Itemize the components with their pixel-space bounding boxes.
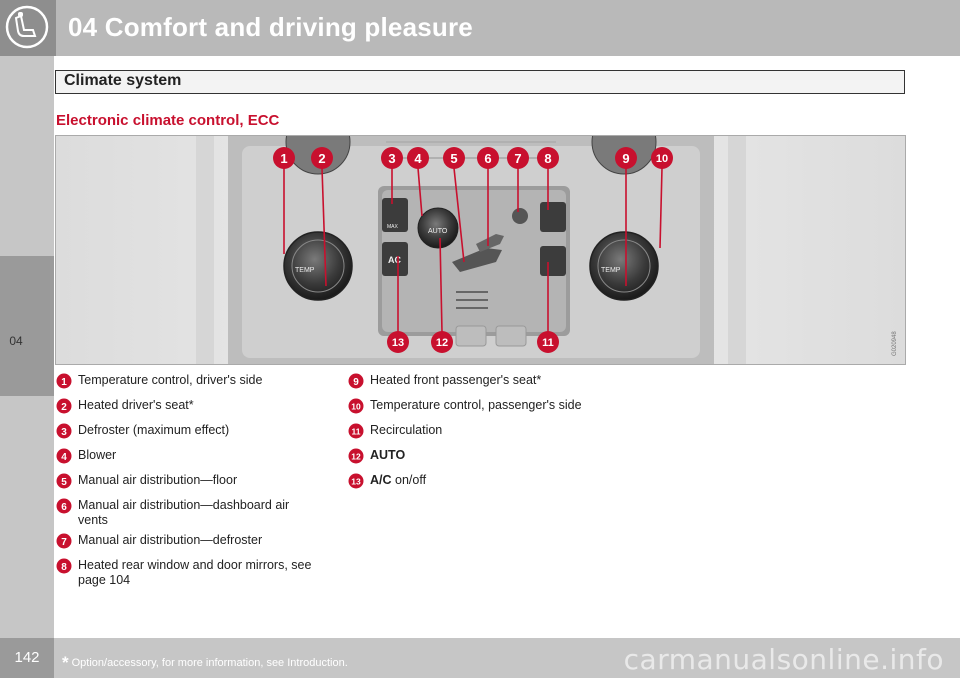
svg-text:2: 2 <box>61 402 67 413</box>
legend-text: Blower <box>78 448 117 462</box>
legend-text: Manual air distribution—defroster <box>78 533 263 547</box>
legend-text: Heated driver's seat* <box>78 398 194 412</box>
callout-5: 5 <box>450 151 457 166</box>
number-badge: 12 <box>348 448 364 464</box>
svg-text:8: 8 <box>61 562 67 573</box>
svg-text:6: 6 <box>61 502 67 513</box>
svg-text:11: 11 <box>352 427 361 437</box>
legend-text: Temperature control, driver's side <box>78 373 263 387</box>
ac-label: AC <box>388 255 401 265</box>
section-title: Climate system <box>64 72 182 89</box>
callout-4: 4 <box>414 151 422 166</box>
subheading: Electronic climate control, ECC <box>56 112 280 129</box>
number-badge: 7 <box>56 533 72 549</box>
ac-term: A/C <box>370 473 392 487</box>
watermark: carmanualsonline.info <box>623 643 944 676</box>
svg-text:3: 3 <box>61 427 67 438</box>
auto-label: AUTO <box>428 228 448 235</box>
chapter-tab: 04 <box>0 56 54 638</box>
number-badge: 2 <box>56 398 72 414</box>
callout-10: 10 <box>656 153 668 165</box>
svg-text:13: 13 <box>351 477 361 487</box>
temp-label-right: TEMP <box>601 267 621 274</box>
svg-text:10: 10 <box>351 402 361 412</box>
image-code: G020948 <box>892 331 898 356</box>
max-label: MAX <box>387 224 399 230</box>
callout-1: 1 <box>280 151 287 166</box>
callout-8: 8 <box>544 151 551 166</box>
legend-text: Defroster (maximum effect) <box>78 423 230 437</box>
legend-text: Recirculation <box>370 423 443 437</box>
callout-13: 13 <box>392 337 404 349</box>
svg-text:1: 1 <box>61 377 67 388</box>
chapter-header: 04 Comfort and driving pleasure <box>0 0 960 56</box>
number-badge: 5 <box>56 473 72 489</box>
svg-text:12: 12 <box>351 452 361 462</box>
section-title-box: Climate system <box>55 70 905 94</box>
footnote: *Option/accessory, for more information,… <box>62 651 348 672</box>
number-badge: 10 <box>348 398 364 414</box>
svg-text:7: 7 <box>61 537 67 548</box>
svg-text:9: 9 <box>353 377 359 388</box>
footnote-text: Option/accessory, for more information, … <box>71 657 348 669</box>
legend-text: Manual air distribution—floor <box>78 473 238 487</box>
climate-panel-figure: TEMP TEMP AC AUTO MAX G020948 1 2 <box>55 135 906 365</box>
number-badge: 6 <box>56 498 72 514</box>
number-badge: 4 <box>56 448 72 464</box>
footnote-star: * <box>62 653 69 672</box>
number-badge: 9 <box>348 373 364 389</box>
callout-3: 3 <box>388 151 395 166</box>
auto-term: AUTO <box>370 448 406 462</box>
legend-text: AUTO <box>370 448 610 463</box>
callout-6: 6 <box>484 151 491 166</box>
legend-text: Heated front passenger's seat* <box>370 373 542 387</box>
number-badge: 11 <box>348 423 364 439</box>
number-badge: 13 <box>348 473 364 489</box>
temp-label-left: TEMP <box>295 267 315 274</box>
callout-11: 11 <box>542 337 554 349</box>
callout-7: 7 <box>514 151 521 166</box>
page-footer: 142 *Option/accessory, for more informat… <box>0 638 960 678</box>
callout-2: 2 <box>318 151 325 166</box>
legend-text: Manual air distribution—dashboard air ve… <box>78 498 290 527</box>
chapter-logo <box>0 0 56 56</box>
legend-text: Temperature control, passenger's side <box>370 398 582 412</box>
seat-icon <box>5 5 49 49</box>
chapter-title: 04 Comfort and driving pleasure <box>68 12 473 42</box>
callout-12: 12 <box>436 337 448 349</box>
page-number: 142 <box>0 638 54 678</box>
callout-9: 9 <box>622 151 629 166</box>
chapter-tab-marker <box>0 256 54 396</box>
svg-text:5: 5 <box>61 477 67 488</box>
number-badge: 1 <box>56 373 72 389</box>
legend-text: Heated rear window and door mirrors, see… <box>78 558 312 587</box>
number-badge: 8 <box>56 558 72 574</box>
legend-text: A/C on/off <box>370 473 427 487</box>
chapter-tab-number: 04 <box>9 334 23 348</box>
number-badge: 3 <box>56 423 72 439</box>
svg-text:4: 4 <box>61 452 67 463</box>
